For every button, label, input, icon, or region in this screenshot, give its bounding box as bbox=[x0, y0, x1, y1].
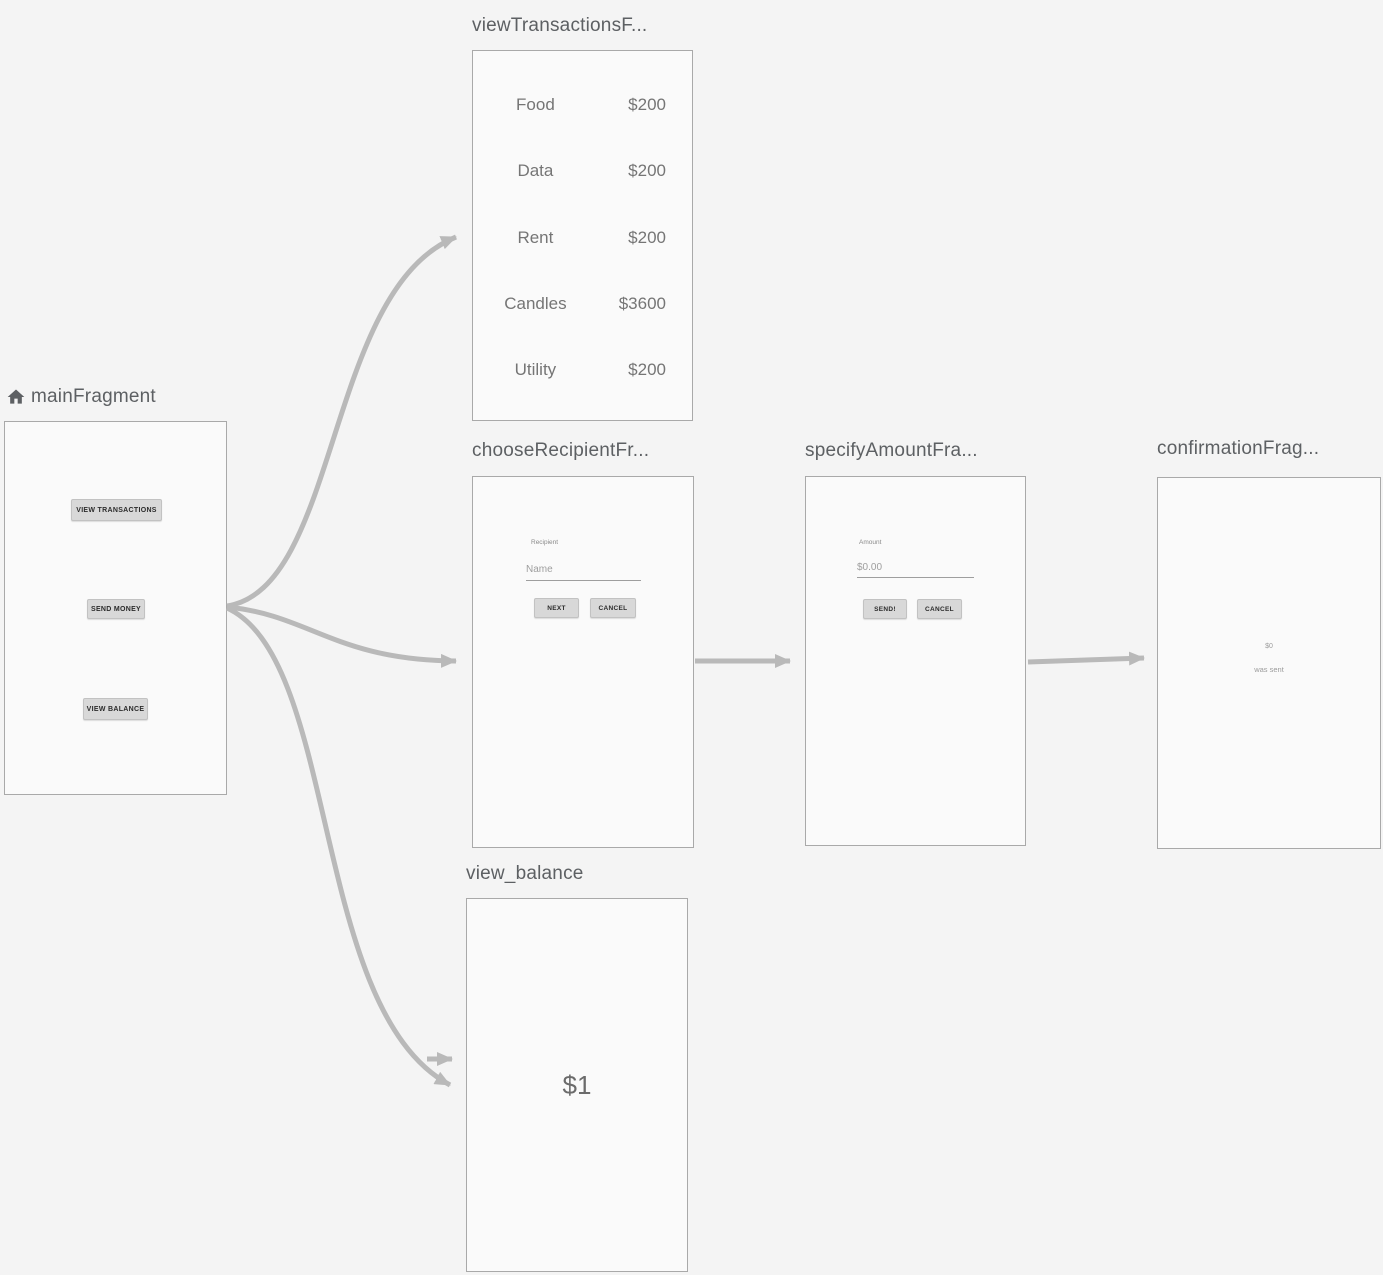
transaction-row: Candles $3600 bbox=[473, 294, 692, 314]
view-transactions-button: VIEW TRANSACTIONS bbox=[71, 499, 162, 521]
transaction-amount: $200 bbox=[628, 161, 666, 180]
cancel-button: CANCEL bbox=[590, 598, 636, 618]
transaction-amount: $200 bbox=[628, 95, 666, 114]
fragment-title-main: mainFragment bbox=[31, 386, 156, 407]
fragment-header-view-balance[interactable]: view_balance bbox=[466, 863, 584, 885]
confirmation-amount-text: $0 bbox=[1265, 643, 1273, 650]
fragment-title-specify-amount: specifyAmountFra... bbox=[805, 440, 978, 461]
fragment-title-confirmation: confirmationFrag... bbox=[1157, 438, 1320, 459]
fragment-card-confirmation[interactable]: $0 was sent bbox=[1157, 477, 1381, 849]
fragment-card-main[interactable]: VIEW TRANSACTIONS SEND MONEY VIEW BALANC… bbox=[4, 421, 227, 795]
amount-input-underline bbox=[857, 577, 974, 578]
confirmation-message-text: was sent bbox=[1254, 665, 1284, 674]
action-specify-amount-to-confirmation[interactable] bbox=[1027, 651, 1145, 666]
send-button: SEND! bbox=[863, 599, 907, 619]
next-button: NEXT bbox=[534, 598, 579, 618]
fragment-header-choose-recipient[interactable]: chooseRecipientFr... bbox=[472, 440, 649, 462]
transaction-label: Rent bbox=[517, 228, 554, 247]
fragment-title-view-balance: view_balance bbox=[466, 863, 584, 884]
action-main-to-view-balance[interactable] bbox=[225, 605, 452, 1088]
action-main-to-view-transactions[interactable] bbox=[226, 234, 457, 609]
balance-text: $1 bbox=[562, 1070, 592, 1100]
send-money-button: SEND MONEY bbox=[87, 599, 145, 619]
transaction-row: Food $200 bbox=[473, 95, 692, 115]
fragment-card-specify-amount[interactable]: Amount $0.00 SEND! CANCEL bbox=[805, 476, 1026, 846]
amount-field-label: Amount bbox=[859, 539, 882, 546]
fragment-title-view-transactions: viewTransactionsF... bbox=[472, 15, 648, 36]
fragment-header-view-transactions[interactable]: viewTransactionsF... bbox=[472, 15, 647, 37]
transaction-label: Utility bbox=[514, 360, 557, 379]
action-main-to-choose-recipient[interactable] bbox=[226, 604, 457, 668]
fragment-card-choose-recipient[interactable]: Recipient Name NEXT CANCEL bbox=[472, 476, 694, 848]
fragment-card-view-balance[interactable]: $1 bbox=[466, 898, 688, 1272]
transaction-row: Rent $200 bbox=[473, 228, 692, 248]
transaction-row: Data $200 bbox=[473, 161, 692, 181]
fragment-header-specify-amount[interactable]: specifyAmountFra... bbox=[805, 440, 978, 462]
amount-input: $0.00 bbox=[857, 562, 883, 573]
fragment-header-confirmation[interactable]: confirmationFrag... bbox=[1157, 438, 1319, 460]
recipient-input-underline bbox=[526, 580, 641, 581]
transaction-amount: $3600 bbox=[618, 294, 666, 313]
transaction-label: Data bbox=[517, 161, 554, 180]
recipient-input: Name bbox=[526, 564, 553, 575]
fragment-card-view-transactions[interactable]: Food $200 Data $200 Rent $200 Candles $3… bbox=[472, 50, 693, 421]
transaction-label: Food bbox=[516, 95, 555, 114]
transaction-row: Utility $200 bbox=[473, 360, 692, 380]
transaction-amount: $200 bbox=[628, 228, 666, 247]
home-icon bbox=[7, 389, 25, 404]
view-balance-button: VIEW BALANCE bbox=[83, 698, 148, 720]
fragment-header-main[interactable]: mainFragment bbox=[6, 386, 156, 408]
cancel-button: CANCEL bbox=[917, 599, 962, 619]
transaction-label: Candles bbox=[504, 294, 567, 313]
fragment-title-choose-recipient: chooseRecipientFr... bbox=[472, 440, 650, 461]
transaction-amount: $200 bbox=[628, 360, 666, 379]
recipient-field-label: Recipient bbox=[531, 539, 559, 546]
